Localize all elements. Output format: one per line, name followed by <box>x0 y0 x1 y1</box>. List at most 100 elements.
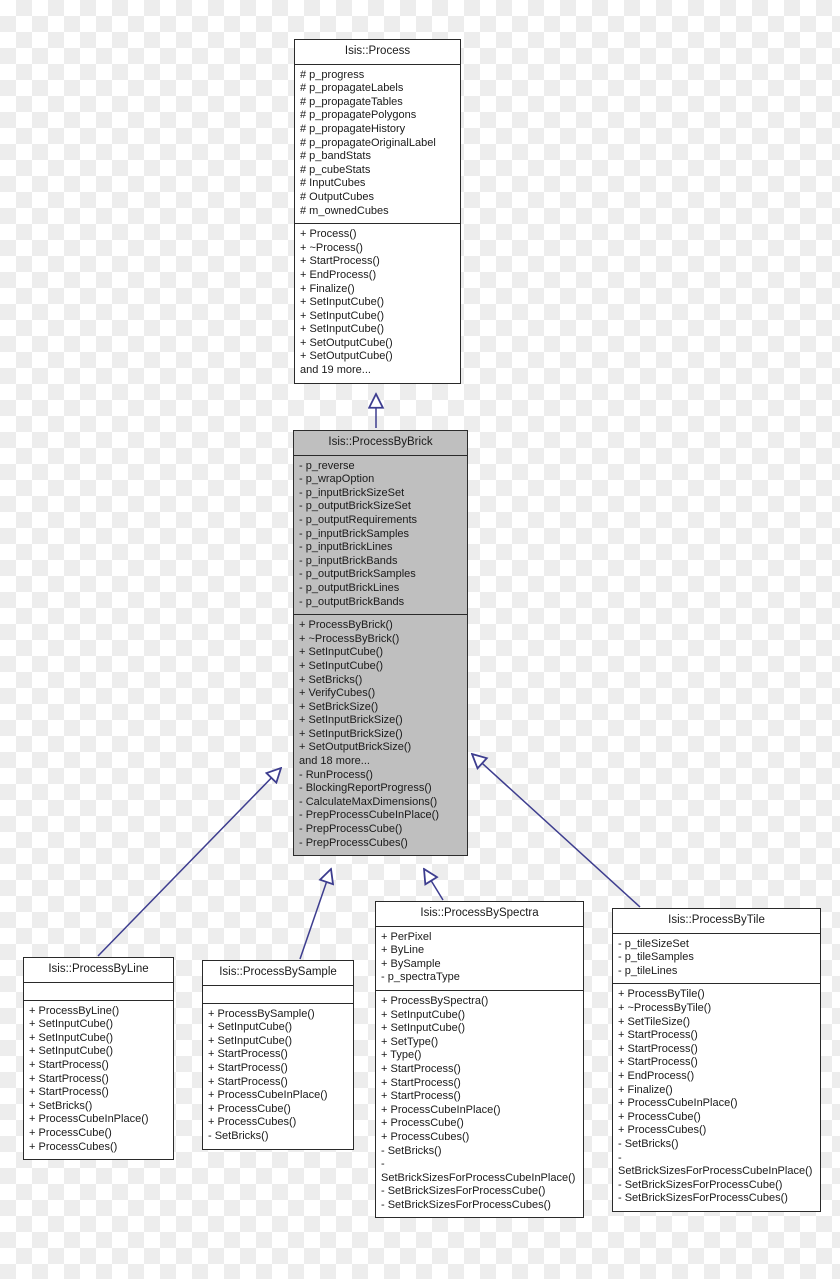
class-member: + Type() <box>381 1049 422 1062</box>
class-member: + SetInputCube() <box>29 1031 114 1044</box>
class-member: + SetInputCube() <box>381 1008 466 1021</box>
class-box-process-by-spectra[interactable]: Isis::ProcessBySpectra + PerPixel+ ByLin… <box>375 901 584 1219</box>
class-member: + SetBrickSize() <box>299 700 379 713</box>
class-member: + SetInputCube() <box>300 296 385 309</box>
class-member: + Finalize() <box>618 1083 673 1096</box>
class-member: # p_propagatePolygons <box>300 109 417 122</box>
class-member: - p_wrapOption <box>299 473 375 486</box>
class-member: # m_ownedCubes <box>300 204 389 217</box>
class-member: - PrepProcessCubeInPlace() <box>299 809 440 822</box>
class-methods-process: + Process()+ ~Process()+ StartProcess()+… <box>295 224 460 383</box>
class-member: + StartProcess() <box>381 1076 461 1089</box>
edge-line-to-brick <box>97 768 281 957</box>
class-member: + StartProcess() <box>381 1090 461 1103</box>
class-member: + ProcessByBrick() <box>299 619 393 632</box>
class-box-process-by-sample[interactable]: Isis::ProcessBySample + ProcessBySample(… <box>202 960 354 1150</box>
class-methods-process-by-brick: + ProcessByBrick()+ ~ProcessByBrick()+ S… <box>294 615 467 855</box>
class-member: + ProcessCubeInPlace() <box>208 1089 328 1102</box>
class-member: and 18 more... <box>299 755 370 768</box>
class-member: + StartProcess() <box>618 1056 698 1069</box>
class-member: + StartProcess() <box>208 1061 288 1074</box>
class-member: + StartProcess() <box>29 1086 109 1099</box>
class-member: - p_outputBrickSizeSet <box>299 500 411 513</box>
class-member: - p_tileSamples <box>618 951 694 964</box>
class-attributes-process-by-line <box>24 983 173 1001</box>
class-member: + ProcessCubes() <box>618 1124 707 1137</box>
class-member: + ProcessCubes() <box>381 1130 470 1143</box>
class-member: + ~ProcessByTile() <box>618 1001 712 1014</box>
class-member: + Finalize() <box>300 282 355 295</box>
class-member: # InputCubes <box>300 177 366 190</box>
class-member: + SetBricks() <box>299 673 363 686</box>
class-member: - PrepProcessCube() <box>299 823 403 836</box>
class-member: - p_reverse <box>299 459 355 472</box>
class-member: + SetBricks() <box>29 1099 93 1112</box>
class-member: - p_outputBrickLines <box>299 581 400 594</box>
class-member: - SetBrickSizesForProcessCube() <box>618 1178 783 1191</box>
class-member: + StartProcess() <box>208 1075 288 1088</box>
class-member: + VerifyCubes() <box>299 687 376 700</box>
class-member: + EndProcess() <box>618 1069 695 1082</box>
class-member: + SetInputCube() <box>29 1045 114 1058</box>
class-member: - p_tileLines <box>618 964 678 977</box>
class-attributes-process-by-brick: - p_reverse- p_wrapOption- p_inputBrickS… <box>294 456 467 616</box>
class-member: # p_propagateLabels <box>300 82 404 95</box>
class-member: + ProcessByTile() <box>618 988 705 1001</box>
class-member: + BySample <box>381 957 441 970</box>
class-member: - SetBrickSizesForProcessCubeInPlace() <box>381 1158 576 1184</box>
class-member: + StartProcess() <box>618 1042 698 1055</box>
class-member: # p_propagateOriginalLabel <box>300 136 436 149</box>
class-member: + EndProcess() <box>300 268 377 281</box>
class-box-process-by-line[interactable]: Isis::ProcessByLine + ProcessByLine()+ S… <box>23 957 174 1161</box>
class-member: # p_progress <box>300 68 365 81</box>
class-title-process: Isis::Process <box>295 40 460 65</box>
class-member: + SetOutputBrickSize() <box>299 741 412 754</box>
class-member: + StartProcess() <box>29 1058 109 1071</box>
class-member: + ~Process() <box>300 241 363 254</box>
class-member: - RunProcess() <box>299 768 373 781</box>
class-member: + ProcessCubeInPlace() <box>29 1113 149 1126</box>
class-member: - BlockingReportProgress() <box>299 782 432 795</box>
class-member: + ProcessCubes() <box>29 1140 118 1153</box>
class-member: - p_inputBrickBands <box>299 554 398 567</box>
class-member: + ProcessByLine() <box>29 1004 120 1017</box>
class-member: + ProcessCube() <box>29 1126 112 1139</box>
class-box-process-by-tile[interactable]: Isis::ProcessByTile - p_tileSizeSet- p_t… <box>612 908 821 1212</box>
class-member: - p_outputBrickBands <box>299 595 405 608</box>
class-member: - PrepProcessCubes() <box>299 836 408 849</box>
class-methods-process-by-sample: + ProcessBySample()+ SetInputCube()+ Set… <box>203 1004 353 1149</box>
class-member: + ProcessCubeInPlace() <box>381 1103 501 1116</box>
class-member: - SetBricks() <box>208 1129 269 1142</box>
class-member: + SetInputCube() <box>29 1018 114 1031</box>
class-member: + SetInputCube() <box>299 646 384 659</box>
class-member: - p_inputBrickLines <box>299 541 393 554</box>
class-methods-process-by-tile: + ProcessByTile()+ ~ProcessByTile()+ Set… <box>613 984 820 1211</box>
class-member: + SetOutputCube() <box>300 350 393 363</box>
class-member: - p_spectraType <box>381 971 460 984</box>
class-member: - p_outputRequirements <box>299 513 418 526</box>
class-member: - p_tileSizeSet <box>618 937 689 950</box>
class-member: + StartProcess() <box>208 1048 288 1061</box>
class-member: + SetType() <box>381 1035 439 1048</box>
edge-sample-to-brick <box>299 869 331 960</box>
class-member: - SetBrickSizesForProcessCubes() <box>618 1192 788 1205</box>
class-member: + StartProcess() <box>618 1029 698 1042</box>
class-member: + ProcessBySpectra() <box>381 994 489 1007</box>
class-member: + SetInputBrickSize() <box>299 727 403 740</box>
class-member: and 19 more... <box>300 364 371 377</box>
class-title-process-by-spectra: Isis::ProcessBySpectra <box>376 902 583 927</box>
class-member: + SetInputCube() <box>208 1021 293 1034</box>
class-member: - SetBricks() <box>381 1144 442 1157</box>
class-member: + SetOutputCube() <box>300 336 393 349</box>
class-attributes-process-by-sample <box>203 986 353 1004</box>
class-member: # p_propagateHistory <box>300 122 406 135</box>
class-member: + Process() <box>300 228 357 241</box>
class-box-process[interactable]: Isis::Process # p_progress# p_propagateL… <box>294 39 461 384</box>
class-member: + ProcessCubes() <box>208 1116 297 1129</box>
class-box-process-by-brick[interactable]: Isis::ProcessByBrick - p_reverse- p_wrap… <box>293 430 468 857</box>
class-member: + ~ProcessByBrick() <box>299 632 400 645</box>
class-title-process-by-sample: Isis::ProcessBySample <box>203 961 353 986</box>
class-member: + SetInputCube() <box>300 309 385 322</box>
class-member: + StartProcess() <box>300 255 380 268</box>
